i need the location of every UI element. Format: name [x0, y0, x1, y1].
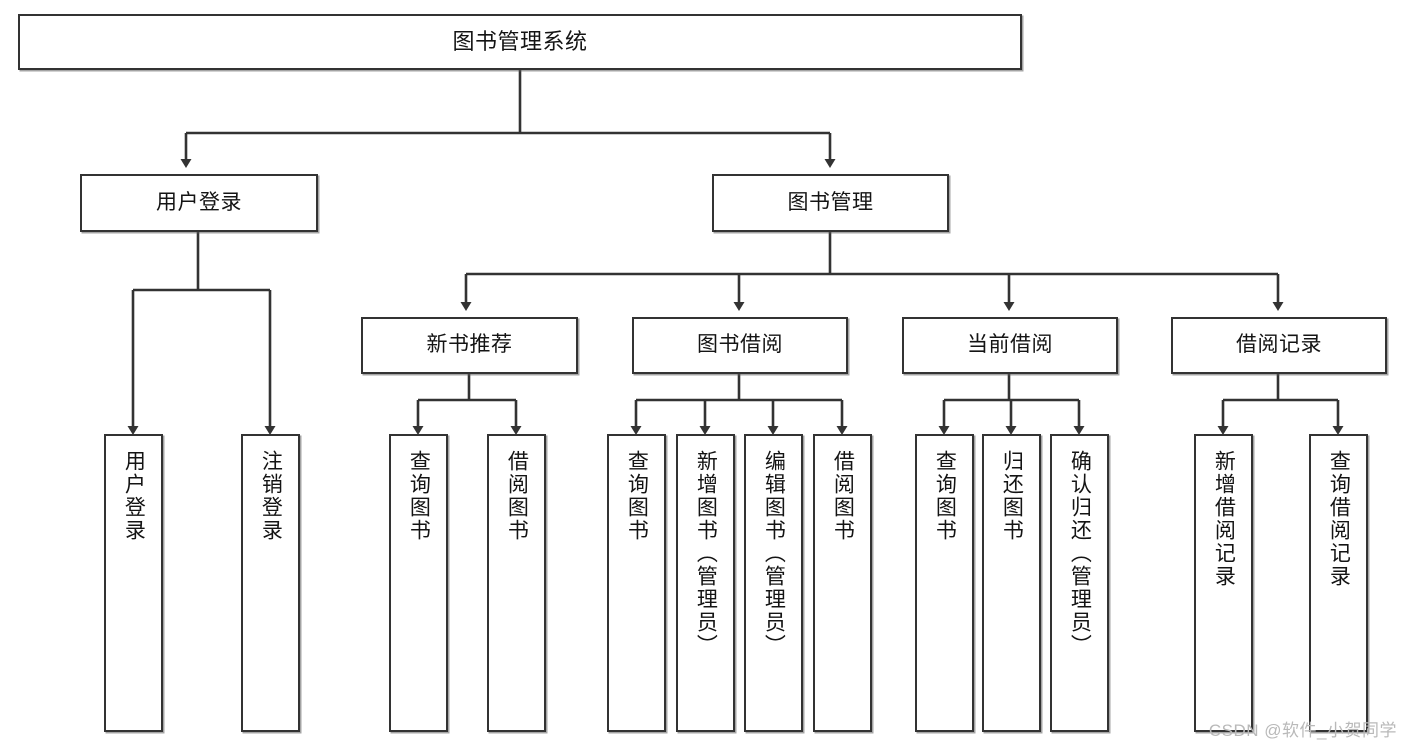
- leaf-borrow-borrow-book[interactable]: 借阅图书: [813, 434, 872, 732]
- node-current-borrow-label: 当前借阅: [967, 333, 1053, 357]
- leaf-borrow-query-book-label: 查询图书: [625, 450, 649, 542]
- leaf-recommend-query-book[interactable]: 查询图书: [389, 434, 448, 732]
- leaf-recommend-query-book-label: 查询图书: [407, 450, 431, 542]
- leaf-borrow-edit-book[interactable]: 编辑图书（管理员）: [744, 434, 803, 732]
- node-root-label: 图书管理系统: [452, 29, 588, 55]
- leaf-user-login-signout-label: 注销登录: [259, 450, 283, 542]
- node-new-book-recommend[interactable]: 新书推荐: [361, 317, 578, 374]
- node-root[interactable]: 图书管理系统: [18, 14, 1022, 70]
- leaf-recommend-borrow-book-label: 借阅图书: [505, 450, 529, 542]
- watermark-text: CSDN @软件_小贺同学: [1208, 721, 1397, 740]
- leaf-record-add-record-label: 新增借阅记录: [1212, 450, 1236, 588]
- leaf-record-query-record-label: 查询借阅记录: [1327, 450, 1351, 588]
- leaf-record-add-record[interactable]: 新增借阅记录: [1194, 434, 1253, 732]
- leaf-recommend-borrow-book[interactable]: 借阅图书: [487, 434, 546, 732]
- node-book-management[interactable]: 图书管理: [712, 174, 949, 232]
- leaf-borrow-add-book[interactable]: 新增图书（管理员）: [676, 434, 735, 732]
- leaf-borrow-add-book-label: 新增图书（管理员）: [694, 450, 718, 657]
- node-current-borrow[interactable]: 当前借阅: [902, 317, 1118, 374]
- leaf-borrow-edit-book-label: 编辑图书（管理员）: [762, 450, 786, 657]
- node-user-login-label: 用户登录: [156, 190, 242, 214]
- node-user-login[interactable]: 用户登录: [80, 174, 318, 232]
- leaf-record-query-record[interactable]: 查询借阅记录: [1309, 434, 1368, 732]
- leaf-current-query-book[interactable]: 查询图书: [915, 434, 974, 732]
- node-book-management-label: 图书管理: [787, 190, 874, 214]
- node-book-borrow-label: 图书借阅: [697, 333, 783, 357]
- node-borrow-record-label: 借阅记录: [1236, 333, 1322, 357]
- node-book-borrow[interactable]: 图书借阅: [632, 317, 848, 374]
- leaf-current-confirm-return-label: 确认归还（管理员）: [1068, 450, 1092, 657]
- leaf-user-login-signin[interactable]: 用户登录: [104, 434, 163, 732]
- leaf-user-login-signout[interactable]: 注销登录: [241, 434, 300, 732]
- leaf-current-confirm-return[interactable]: 确认归还（管理员）: [1050, 434, 1109, 732]
- leaf-user-login-signin-label: 用户登录: [122, 450, 146, 542]
- node-new-book-recommend-label: 新书推荐: [426, 333, 513, 357]
- leaf-current-return-book-label: 归还图书: [1000, 450, 1024, 542]
- leaf-borrow-query-book[interactable]: 查询图书: [607, 434, 666, 732]
- node-borrow-record[interactable]: 借阅记录: [1171, 317, 1387, 374]
- leaf-borrow-borrow-book-label: 借阅图书: [831, 450, 855, 542]
- leaf-current-return-book[interactable]: 归还图书: [982, 434, 1041, 732]
- leaf-current-query-book-label: 查询图书: [933, 450, 957, 542]
